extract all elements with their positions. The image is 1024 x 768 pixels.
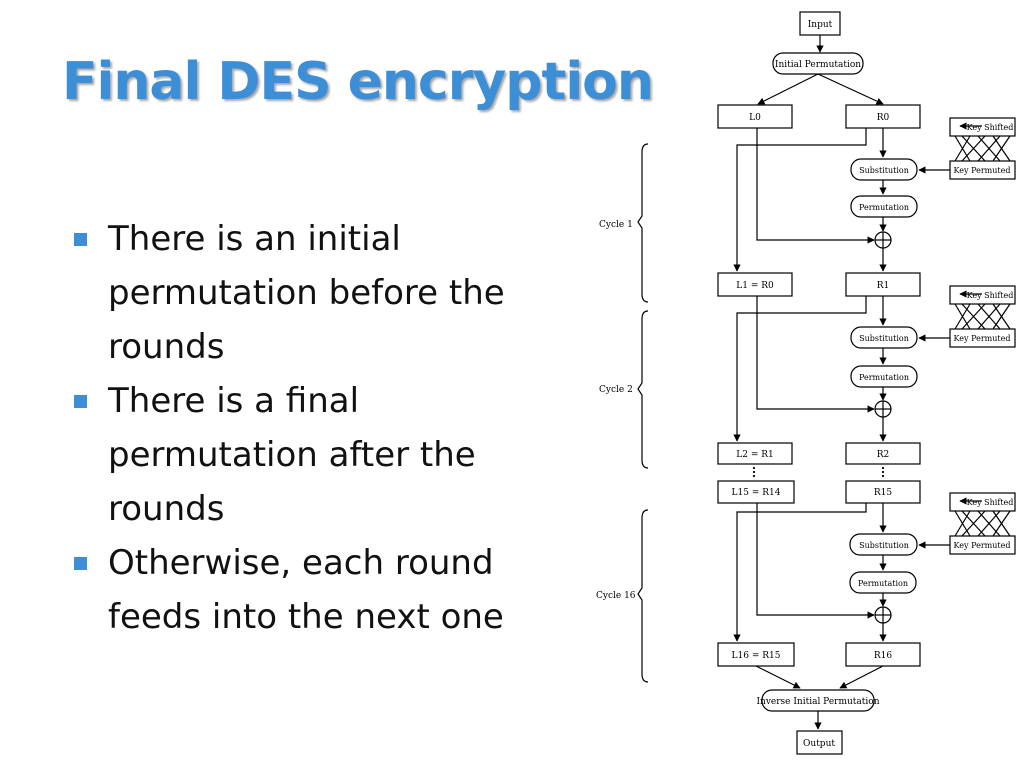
bullet-square-icon: [74, 557, 87, 570]
key-shifted-label: Key Shifted: [967, 291, 1014, 300]
bullet-item-initial-permutation: There is an initial permutation before t…: [72, 212, 552, 374]
permutation-label: Permutation: [858, 579, 908, 588]
l2-box: [717, 442, 793, 465]
substitution-label: Substitution: [859, 334, 909, 343]
l2-label: L2 = R1: [736, 450, 773, 460]
r16-label: R16: [874, 651, 893, 661]
inverse-permutation-label: Inverse Initial Permutation: [756, 697, 879, 707]
initial-permutation-label: Initial Permutation: [775, 60, 861, 70]
substitution-node: [850, 158, 918, 181]
l0-label: L0: [749, 113, 761, 123]
l16-label: L16 = R15: [732, 651, 781, 661]
key-permuted-label: Key Permuted: [954, 334, 1011, 343]
permutation-node: [850, 365, 918, 388]
key-permuted-label: Key Permuted: [954, 541, 1011, 550]
bullet-text: There is an initial permutation before t…: [108, 219, 505, 367]
key-shifted-label: Key Shifted: [967, 498, 1014, 507]
permutation-node: [850, 195, 918, 218]
bullet-item-round-chaining: Otherwise, each round feeds into the nex…: [72, 536, 552, 644]
r2-label: R2: [877, 450, 890, 460]
substitution-label: Substitution: [859, 166, 909, 175]
bullet-text: There is a final permutation after the r…: [108, 381, 476, 529]
key-permutation-lines: [954, 510, 1011, 537]
cycle1-brace: [637, 143, 649, 303]
r0-label: R0: [877, 113, 890, 123]
output-label: Output: [803, 739, 835, 749]
key-permuted-label: Key Permuted: [954, 166, 1011, 175]
xor-icon: [874, 400, 892, 418]
cycle2-label: Cycle 2: [599, 385, 633, 395]
permutation-label: Permutation: [859, 373, 909, 382]
substitution-label: Substitution: [859, 541, 909, 550]
cycle16-label: Cycle 16: [596, 591, 636, 601]
input-label: Input: [808, 20, 833, 30]
bullet-text: Otherwise, each round feeds into the nex…: [108, 543, 504, 637]
bullet-item-final-permutation: There is a final permutation after the r…: [72, 374, 552, 536]
key-permutation-lines: [954, 303, 1011, 330]
xor-icon: [874, 606, 892, 624]
l15-box: [717, 480, 795, 504]
bullet-square-icon: [74, 233, 87, 246]
bullet-list: There is an initial permutation before t…: [72, 212, 552, 644]
cycle1-label: Cycle 1: [599, 220, 633, 230]
r2-box: [845, 442, 921, 465]
output-box: [796, 730, 843, 755]
key-permutation-lines: [954, 135, 1011, 162]
continuation-dots: [752, 466, 885, 478]
l1-box: [717, 272, 793, 297]
xor-icon: [874, 231, 892, 249]
key-shifted-label: Key Shifted: [967, 123, 1014, 132]
r15-label: R15: [874, 488, 893, 498]
r1-label: R1: [877, 281, 890, 291]
substitution-node: [850, 326, 918, 349]
slide-title: Final DES encryption: [62, 52, 654, 112]
l15-label: L15 = R14: [732, 488, 781, 498]
l1-label: L1 = R0: [736, 281, 774, 291]
l0-box: [717, 104, 793, 129]
cycle16-brace: [637, 509, 649, 683]
bullet-square-icon: [74, 395, 87, 408]
cycle2-brace: [637, 310, 649, 469]
permutation-label: Permutation: [859, 203, 909, 212]
